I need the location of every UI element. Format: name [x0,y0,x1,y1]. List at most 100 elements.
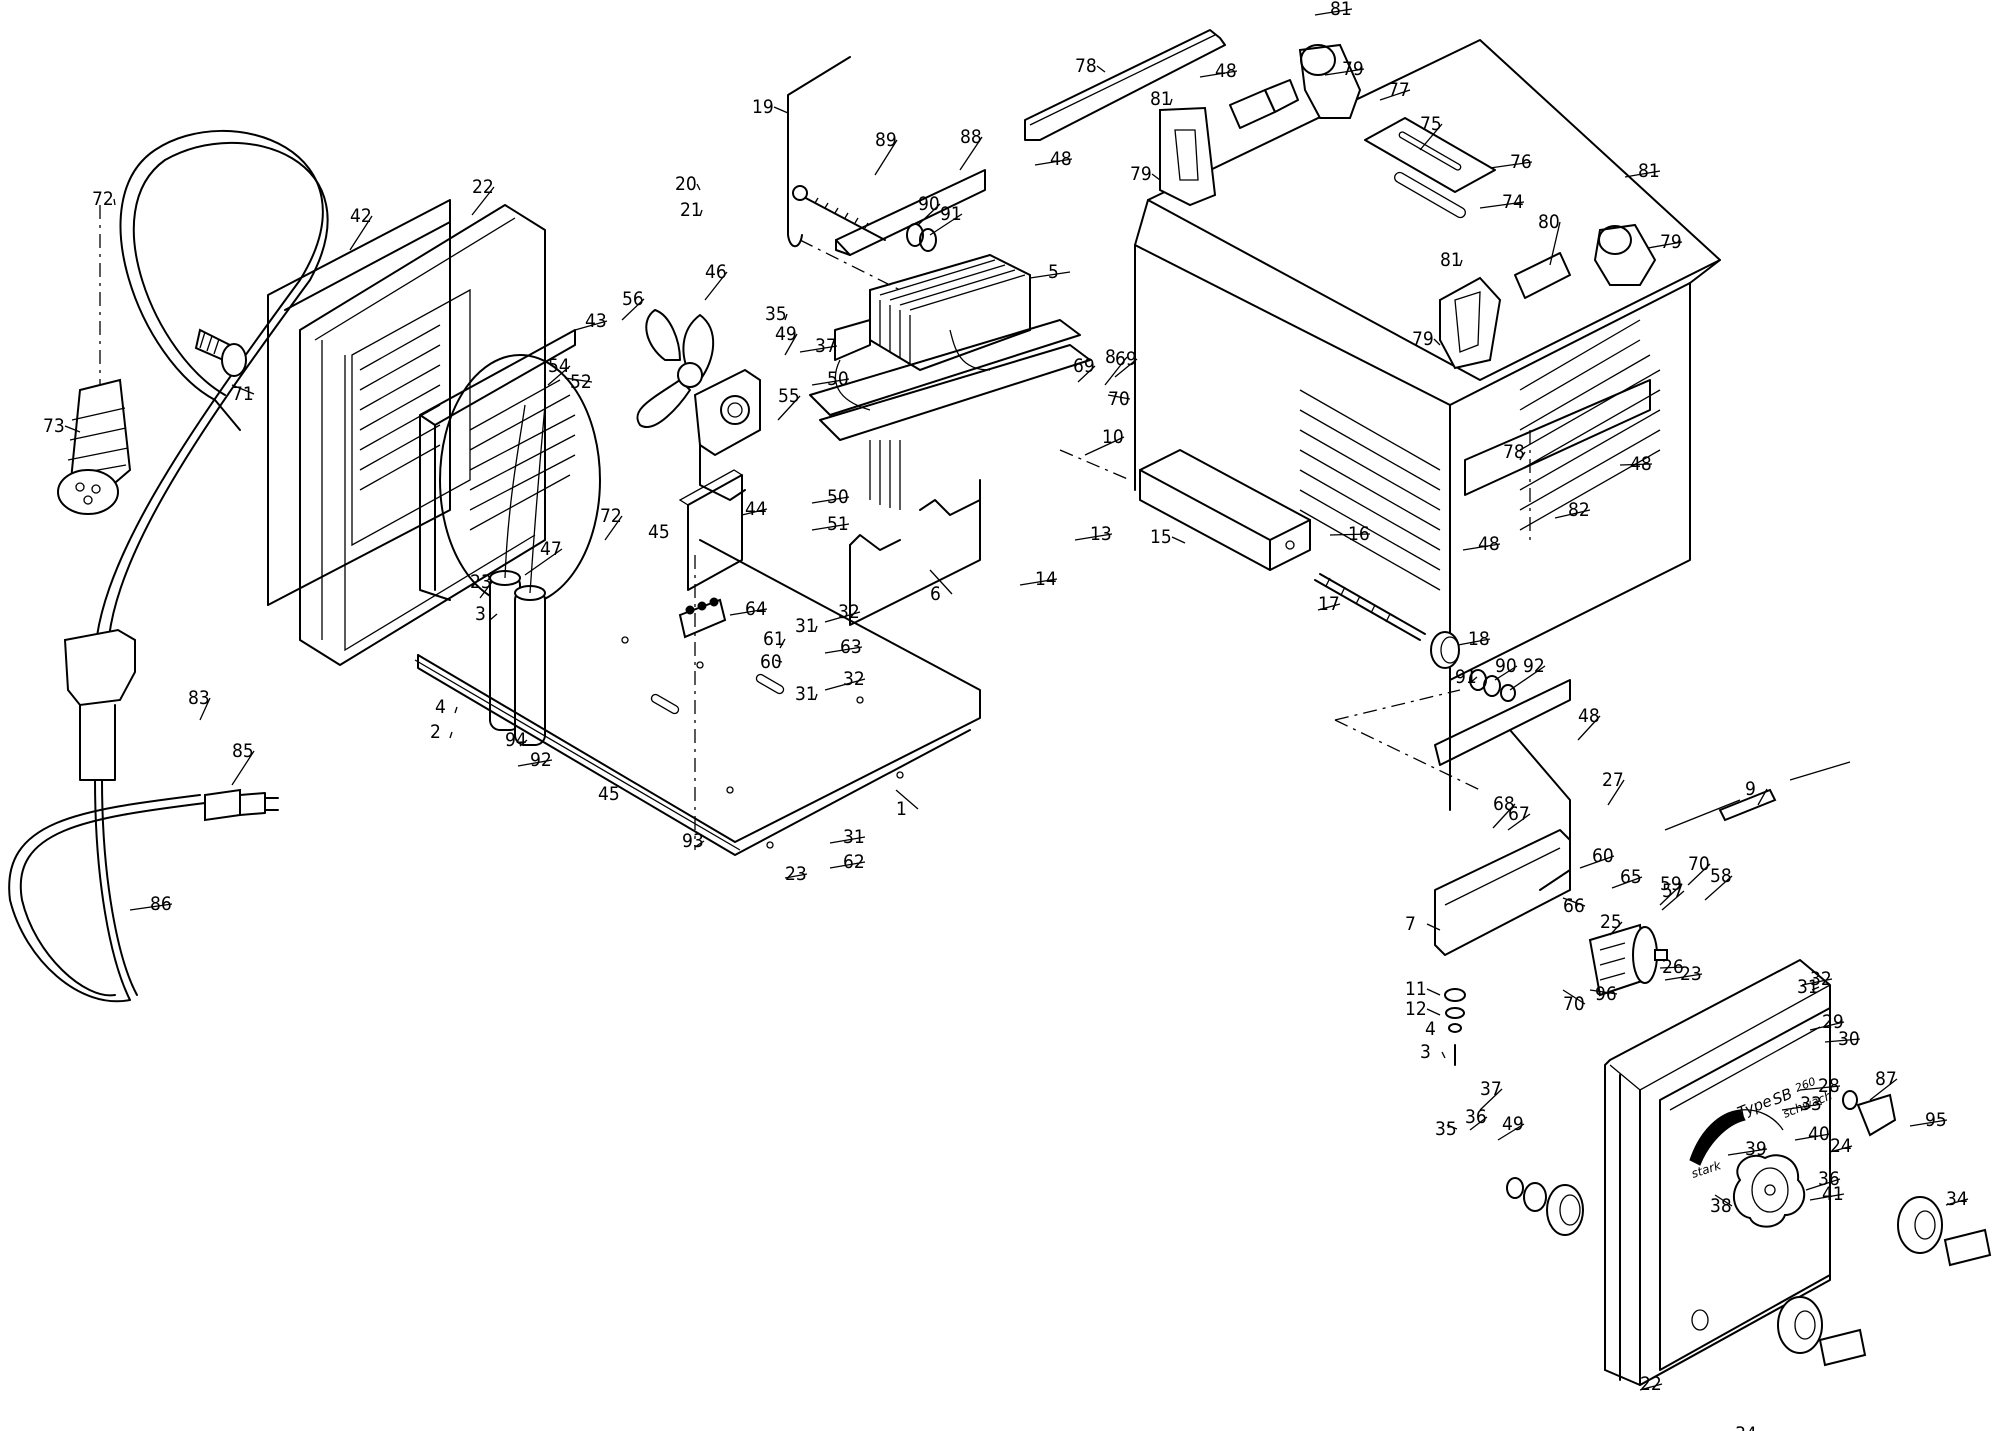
output-socket-left [1506,1177,1584,1236]
callout-number: 35 [1435,1118,1457,1140]
side-vents [1299,389,1441,591]
callout-number: 3 [1420,1041,1431,1063]
callout-leader [829,861,866,869]
callout-grommet: 48 [1199,60,1238,82]
callout-leader [64,425,81,433]
callout-nut: 92 [517,749,553,771]
rear-grille [359,324,441,491]
callout-leader [231,750,255,786]
callout-number: 9 [1745,778,1756,800]
callout-number: 1 [896,798,907,820]
callout-leader [1687,863,1711,886]
callout-screw: 93 [682,830,705,852]
transformer-bracket [849,479,981,626]
handle-bracket-4 [1593,223,1657,286]
callout-leader [1805,1178,1841,1191]
callout-washer: 4 [1425,1018,1436,1040]
callout-leader [1611,876,1643,889]
callout-leader [1945,1198,1969,1206]
callout-leader [621,298,645,321]
callout-number: 83 [188,687,210,709]
callout-number: 72 [92,188,114,210]
callout-leader [1479,201,1525,209]
callout-nut: 32 [824,601,861,623]
callout-leader [811,523,850,531]
callout-leader [824,611,861,623]
callout-number: 90 [1495,655,1517,677]
callout-number: 70 [1108,388,1130,410]
callout-number: 62 [843,851,865,873]
thermal-switch [1664,761,1851,831]
callout-number: 19 [752,96,774,118]
callout-number: 14 [1035,568,1057,590]
callout-handle-bracket: 79 [1412,328,1441,350]
callout-terminal: 59 [1659,873,1683,906]
callout-number: 61 [763,628,785,650]
callout-leader [774,659,783,663]
callout-base-plate: 1 [895,789,919,820]
callout-leader [519,739,528,747]
callout-number: 79 [1660,231,1682,253]
callout-label-plate: 76 [1489,151,1533,173]
callout-number: 93 [682,830,704,852]
callout-leader [1704,875,1733,901]
handle-tubes [1229,79,1571,299]
callout-leader [1151,173,1161,181]
callout-washer: 31 [829,826,866,848]
washers-90-91 [906,223,937,252]
callout-terminal: 55 [777,385,801,421]
callout-number: 13 [1090,523,1112,545]
callout-number: 26 [1662,956,1684,978]
adapter-cable [8,628,279,1003]
callout-leader [1659,966,1685,969]
callout-terminal: 57 [1661,880,1685,911]
callout-leader [1497,1123,1525,1141]
callout-number: 18 [1468,628,1490,650]
callout-leader [814,625,818,633]
callout-leader [1479,1088,1503,1111]
callout-leader [1794,1133,1831,1141]
callout-number: 20 [675,173,697,195]
callout-grommet: 48 [1577,705,1601,741]
callout-number: 34 [1946,1188,1968,1210]
callout-leader [1799,1085,1841,1091]
callout-screw: 45 [598,783,620,805]
callout-leader [694,840,705,848]
capacitors [489,404,546,746]
threaded-spindle [1314,573,1426,641]
callout-number: 22 [472,176,494,198]
callout-number: 70 [1688,853,1710,875]
callout-leader [959,136,983,171]
callout-cable: 86 [129,893,173,915]
callout-leader [1824,1038,1861,1043]
callout-screw: 27 [1602,769,1625,806]
callout-number: 89 [875,129,897,151]
callout-leader [1489,161,1533,169]
callout-leader [1433,338,1441,346]
selector-knob [1732,1154,1805,1228]
callout-leader [1647,241,1683,249]
callout-number: 92 [530,749,552,771]
callout-handle-bracket: 79 [1324,58,1365,80]
callout-number: 81 [1150,88,1172,110]
callout-washer: 90 [1494,655,1518,681]
callout-rear-panel: 42 [349,205,373,251]
callout-leader [729,608,768,616]
callout-number: 73 [43,415,65,437]
callout-number: 75 [1420,113,1442,135]
callout-number: 40 [1808,1123,1830,1145]
callout-number: 60 [760,651,782,673]
callout-number: 67 [1508,803,1530,825]
nameplate-type: Type [1735,1092,1775,1122]
callout-number: 50 [827,486,849,508]
callout-screw: 20 [675,173,701,195]
callout-number: 48 [1630,453,1652,475]
callout-washer: 4 [435,696,458,718]
callout-leader [777,395,801,421]
callout-handle-bracket: 79 [1130,163,1161,185]
callout-leader [1609,921,1623,936]
callout-threaded-spindle: 17 [1317,593,1341,615]
callout-leader [929,569,953,595]
callout-number: 12 [1405,998,1427,1020]
